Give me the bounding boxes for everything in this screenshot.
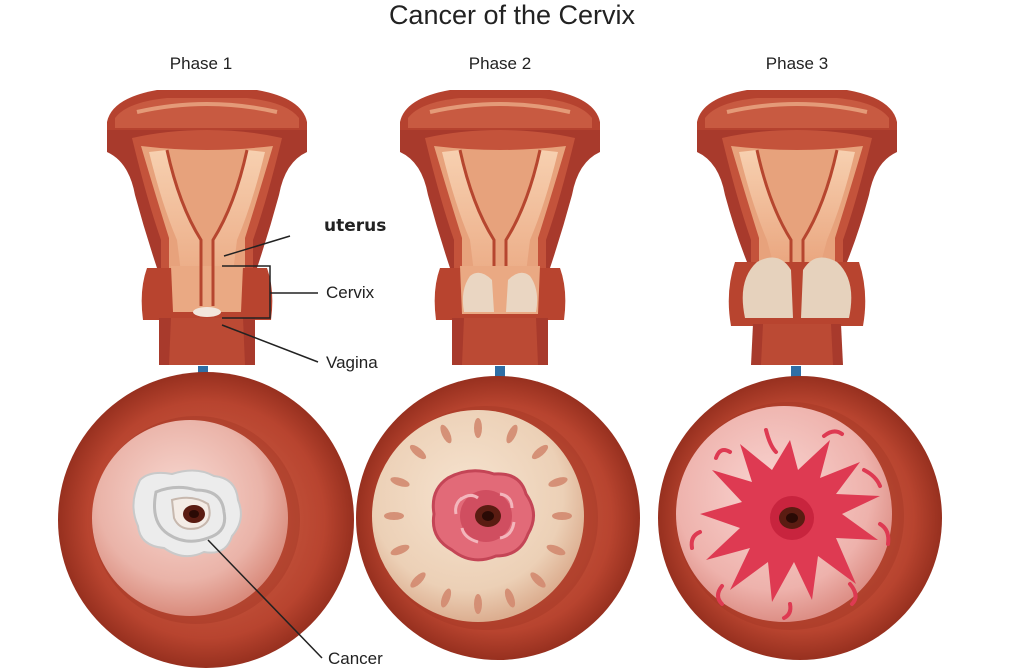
cancer-label: Cancer	[328, 649, 383, 668]
phase-1-cervix-view	[58, 372, 354, 668]
phase-3-label: Phase 3	[765, 54, 829, 73]
phase-3-cervix-view	[658, 376, 942, 660]
page-title: Cancer of the Cervix	[388, 0, 636, 30]
phase-2-label: Phase 2	[468, 54, 532, 73]
vagina-label: Vagina	[326, 353, 378, 372]
leader-lines	[207, 235, 323, 659]
phase-2-uterus	[400, 90, 600, 365]
cancer-leader	[207, 539, 323, 659]
phase-3-uterus	[697, 90, 897, 365]
phase-1-uterus	[107, 90, 307, 365]
vagina-leader	[221, 324, 319, 363]
cervix-bracket	[222, 265, 271, 319]
cervix-label: Cervix	[326, 283, 375, 302]
uterus-leader	[223, 235, 291, 257]
phase-1-label: Phase 1	[169, 54, 233, 73]
uterus-label: uterus	[324, 216, 387, 236]
phase-2-cervix-view	[356, 376, 640, 660]
